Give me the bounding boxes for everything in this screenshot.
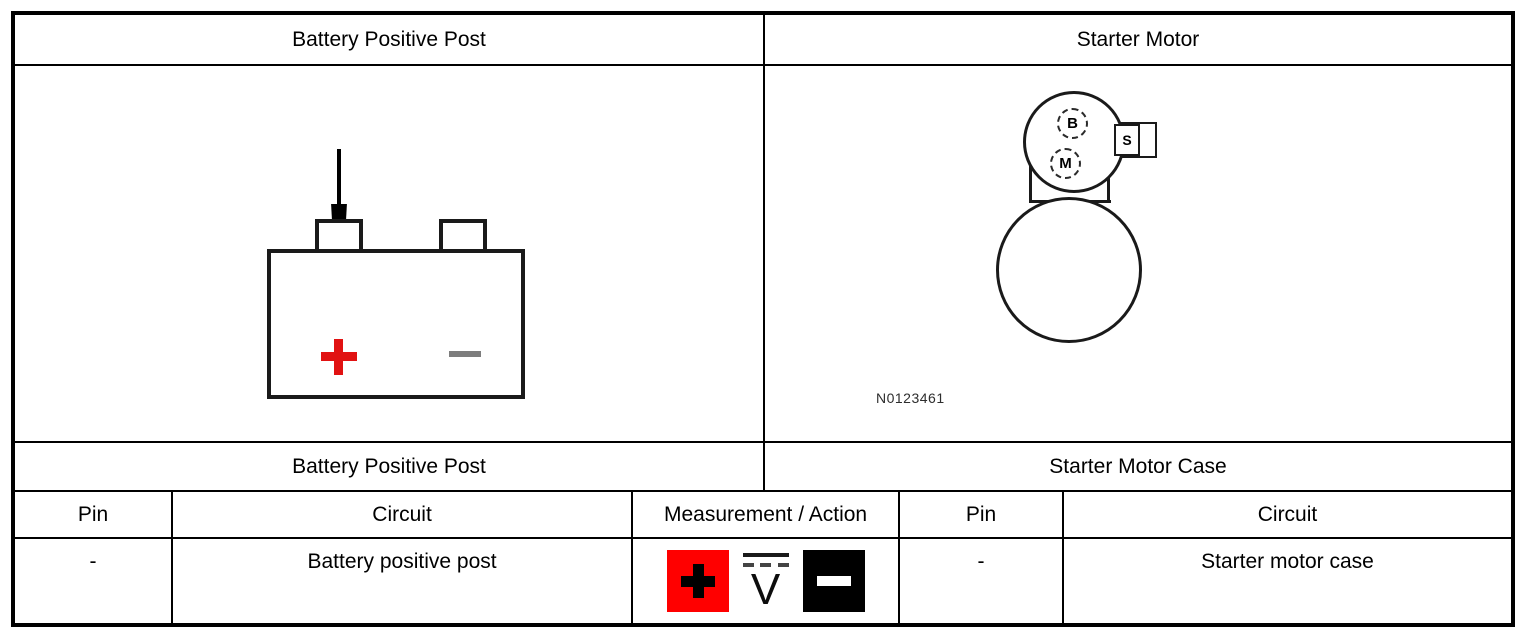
column-header-measurement-action: Measurement / Action <box>631 492 899 537</box>
test-probe-wire-upper <box>337 149 341 207</box>
terminal-m: M <box>1050 148 1081 179</box>
sub-header-cell-battery-positive-post: Battery Positive Post <box>15 443 763 490</box>
plus-glyph-icon <box>680 564 715 598</box>
cell-circuit-right: Starter motor case <box>1062 539 1511 623</box>
column-header-circuit-left: Circuit <box>171 492 632 537</box>
dc-dashed-line <box>742 563 789 567</box>
sub-header-cell-starter-motor-case: Starter Motor Case <box>763 443 1511 490</box>
figure-row: B M S N0123461 <box>15 66 1511 443</box>
sub-header-row: Battery Positive Post Starter Motor Case <box>15 443 1511 492</box>
dc-dash-3 <box>777 563 789 567</box>
starter-figure-cell: B M S N0123461 <box>763 66 1511 441</box>
table-header-row: Battery Positive Post Starter Motor <box>15 15 1511 66</box>
cell-pin-right: - <box>898 539 1063 623</box>
positive-probe-icon <box>666 550 729 612</box>
negative-probe-icon <box>802 550 865 612</box>
battery-illustration <box>15 66 763 441</box>
pinpoint-test-table: Battery Positive Post Starter Motor <box>11 11 1515 627</box>
cell-measurement-action: V <box>631 539 899 623</box>
cell-pin-left: - <box>15 539 172 623</box>
dc-solid-line <box>742 553 789 557</box>
battery-case <box>267 249 525 399</box>
column-header-pin-left: Pin <box>15 492 172 537</box>
starter-solenoid-body <box>1023 91 1125 193</box>
battery-figure-cell <box>15 66 763 441</box>
minus-glyph-icon <box>816 576 851 586</box>
terminal-b: B <box>1057 108 1088 139</box>
header-cell-battery-positive-post: Battery Positive Post <box>15 15 763 64</box>
header-cell-starter-motor: Starter Motor <box>763 15 1511 64</box>
starter-motor-illustration: B M S N0123461 <box>765 66 1511 441</box>
solenoid-neck-left <box>1029 161 1032 203</box>
column-header-pin-right: Pin <box>898 492 1063 537</box>
cell-circuit-left: Battery positive post <box>171 539 632 623</box>
battery-positive-terminal-post <box>315 219 363 249</box>
solenoid-neck-right <box>1107 161 1110 203</box>
battery-plus-marker-icon <box>321 339 357 375</box>
starter-motor-body <box>996 197 1142 343</box>
dc-voltage-icon: V <box>736 549 795 614</box>
figure-reference-number: N0123461 <box>876 390 945 406</box>
column-header-circuit-right: Circuit <box>1062 492 1511 537</box>
dc-dash-2 <box>760 563 772 567</box>
dc-dash-1 <box>742 563 754 567</box>
battery-negative-terminal-post <box>439 219 487 249</box>
column-header-row: Pin Circuit Measurement / Action Pin Cir… <box>15 492 1511 539</box>
table-row: - Battery positive post V <box>15 539 1511 623</box>
voltage-letter: V <box>750 565 781 614</box>
battery-minus-marker-icon <box>449 351 481 357</box>
terminal-s: S <box>1114 124 1140 156</box>
measurement-icon-group: V <box>666 549 865 614</box>
